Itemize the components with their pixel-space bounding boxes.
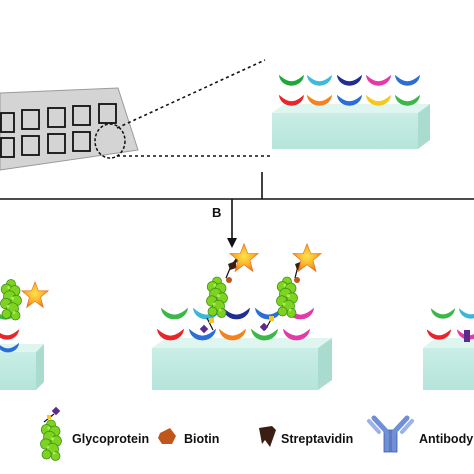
array-right-partial [423,308,474,390]
zoomed-lectin-array [272,74,430,149]
zoom-lines [116,59,273,157]
legend-label-streptavidin: Streptavidin [281,432,354,446]
slide-wells [0,103,117,158]
streptavidin-icon [259,426,276,447]
array-center [152,243,332,390]
legend [40,406,414,461]
star-label-icon [21,281,49,308]
glass-slide [0,87,139,171]
glycoprotein-icon [40,406,62,461]
branch-lines [0,172,474,240]
glycoprotein [0,279,22,321]
legend-label-biotin: Biotin [184,432,220,446]
antibody-icon [367,415,414,453]
legend-label-antibody: Antibody [419,432,474,446]
lectin-row-back [278,74,421,86]
bound-glycoprotein-2 [259,243,322,332]
bound-glycoprotein-1 [199,243,259,334]
step-label-b: B [212,205,222,220]
arrow-down-icon [227,238,237,248]
array-left-partial [0,279,49,390]
zoom-circle [94,123,126,159]
legend-label-glycoprotein: Glycoprotein [72,432,150,446]
biotin-icon [158,428,176,444]
